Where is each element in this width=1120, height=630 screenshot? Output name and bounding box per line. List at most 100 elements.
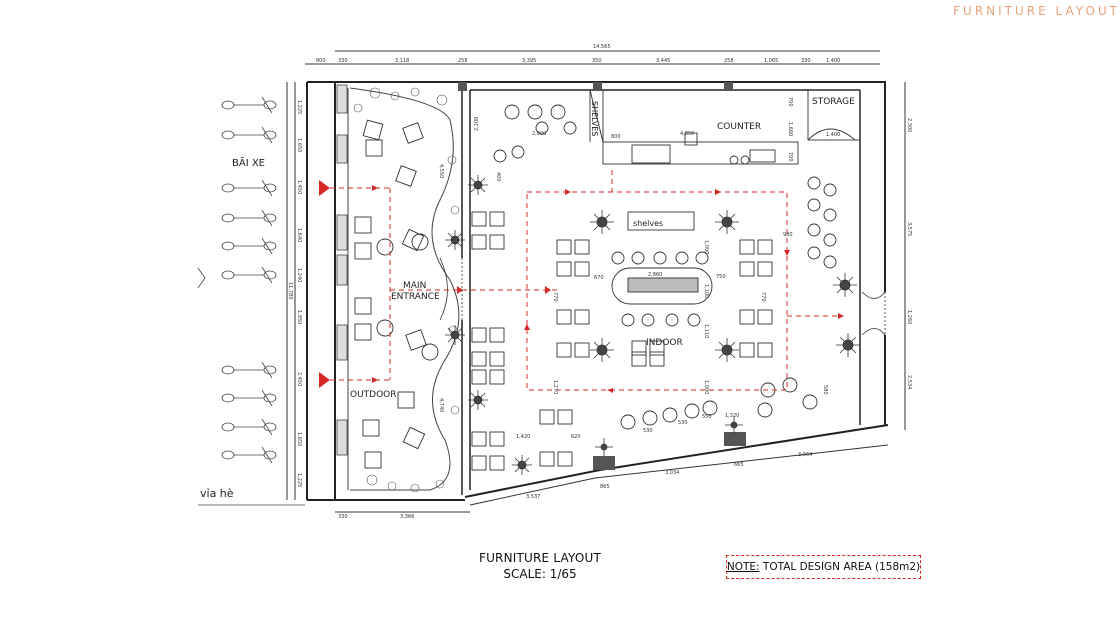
storage-label: STORAGE [812, 97, 855, 107]
svg-text:330: 330 [338, 58, 348, 64]
main-entrance-label-1: MAIN [403, 281, 426, 291]
plant-icon [715, 210, 739, 234]
svg-text:770: 770 [552, 292, 558, 302]
dim-total-width: 14,565 [593, 44, 611, 50]
svg-text:330: 330 [338, 514, 348, 520]
svg-text:865: 865 [600, 484, 610, 490]
bench [336, 254, 348, 286]
outdoor-label: OUTDOOR [350, 390, 397, 400]
svg-text:2,534: 2,534 [906, 375, 912, 389]
svg-text:3,118: 3,118 [395, 58, 409, 64]
svg-text:770: 770 [760, 292, 766, 302]
plant-icon [445, 325, 465, 345]
note-prefix: NOTE: [726, 561, 760, 573]
design-area-note: NOTE: TOTAL DESIGN AREA (158m2) [726, 555, 921, 579]
motorbike-icon [221, 361, 277, 379]
plant-icon [590, 338, 614, 362]
note-text: TOTAL DESIGN AREA (158m2) [759, 561, 921, 573]
svg-text:4,550: 4,550 [438, 164, 444, 178]
motorbike-icon [221, 209, 277, 227]
svg-text:980: 980 [783, 232, 793, 238]
svg-text:530: 530 [678, 420, 688, 426]
svg-text:1,065: 1,065 [764, 58, 778, 64]
svg-text:2,300: 2,300 [906, 118, 912, 132]
svg-text:4,740: 4,740 [438, 398, 444, 412]
svg-text:3,537: 3,537 [526, 494, 540, 500]
svg-text:1,000: 1,000 [703, 380, 709, 394]
svg-text:3,575: 3,575 [906, 222, 912, 236]
dim-total-height: 11,780 [287, 282, 293, 300]
column [724, 82, 733, 91]
svg-text:750: 750 [716, 274, 726, 280]
shelves-unit [627, 211, 695, 231]
svg-text:1,400: 1,400 [826, 58, 840, 64]
svg-text:580: 580 [822, 385, 828, 395]
svg-text:670: 670 [594, 275, 604, 281]
svg-text:620: 620 [571, 434, 581, 440]
shelves-vertical-label: SHELVES [590, 101, 599, 136]
svg-text:3,366: 3,366 [400, 514, 414, 520]
drawing-title-block: FURNITURE LAYOUT SCALE: 1/65 [440, 551, 640, 581]
svg-text:1,260: 1,260 [906, 310, 912, 324]
svg-text:1,320: 1,320 [725, 413, 739, 419]
svg-text:2,200: 2,200 [474, 117, 480, 131]
motorbike-icon [221, 126, 277, 144]
drawing-scale: SCALE: 1/65 [503, 567, 577, 581]
svg-text:800: 800 [611, 134, 621, 140]
svg-text:258: 258 [458, 58, 468, 64]
svg-text:550: 550 [702, 414, 712, 420]
motorbike-icon [221, 446, 277, 464]
bench [336, 134, 348, 164]
shelves-label: shelves [633, 219, 663, 228]
svg-text:1,640: 1,640 [296, 228, 302, 242]
svg-text:1,240: 1,240 [296, 268, 302, 282]
svg-text:1,650: 1,650 [296, 138, 302, 152]
main-entrance-label-2: ENTRANCE [391, 292, 440, 302]
plant-icon [595, 438, 613, 456]
planter-box [593, 456, 615, 470]
motorbike-icon [221, 418, 277, 436]
svg-text:1,660: 1,660 [787, 122, 793, 136]
svg-text:2,900: 2,900 [532, 131, 546, 137]
svg-text:330: 330 [801, 58, 811, 64]
plant-icon [445, 230, 465, 250]
svg-text:530: 530 [643, 428, 653, 434]
entry-arrow-icon [319, 180, 330, 196]
plant-icon [468, 390, 488, 410]
svg-text:3,395: 3,395 [522, 58, 536, 64]
bench [336, 419, 348, 456]
central-island [611, 267, 713, 305]
drawing-title: FURNITURE LAYOUT [478, 551, 602, 565]
plant-icon [590, 210, 614, 234]
svg-text:665: 665 [734, 462, 744, 468]
plant-icon [715, 338, 739, 362]
svg-text:1,400: 1,400 [826, 132, 840, 138]
garden-boundary [349, 87, 460, 491]
counter-top [602, 141, 799, 165]
motorbike-icon [221, 179, 277, 197]
svg-text:1,100: 1,100 [703, 284, 709, 298]
indoor-circulation [526, 191, 788, 391]
motorbike-icon [221, 237, 277, 255]
parking-label: BÃI XE [232, 156, 265, 169]
counter-label: COUNTER [717, 122, 761, 132]
indoor-label: INDOOR [646, 338, 683, 348]
planter-box [724, 432, 746, 446]
svg-text:3,034: 3,034 [665, 470, 679, 476]
svg-text:1,420: 1,420 [516, 434, 530, 440]
motorbike-icon [221, 389, 277, 407]
svg-text:4,850: 4,850 [680, 131, 694, 137]
bench [336, 324, 348, 361]
svg-text:2,450: 2,450 [296, 372, 302, 386]
svg-text:1,950: 1,950 [296, 310, 302, 324]
motorbike-icon [221, 96, 277, 114]
counter-chair [684, 132, 698, 146]
svg-text:1,000: 1,000 [703, 240, 709, 254]
plant-icon [725, 416, 743, 434]
svg-text:1,650: 1,650 [296, 432, 302, 446]
svg-text:2,860: 2,860 [648, 272, 662, 278]
svg-text:1,225: 1,225 [296, 473, 302, 487]
plant-icon [833, 273, 857, 297]
motorbike-icon [221, 266, 277, 284]
